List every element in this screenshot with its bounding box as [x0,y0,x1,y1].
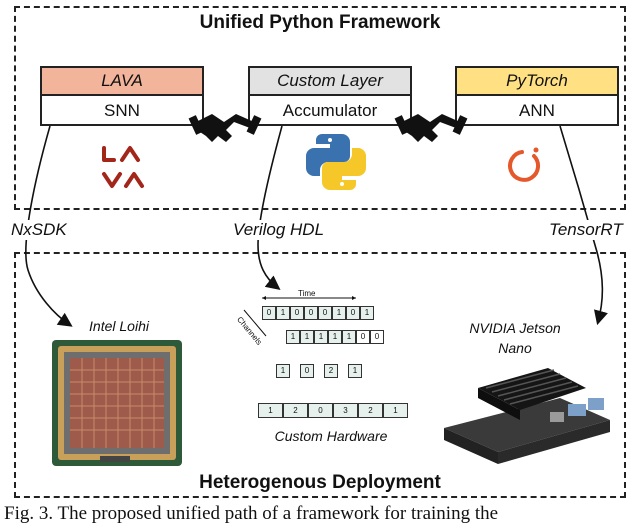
hw-cell: 0 [262,306,276,320]
hw-row-2: 1 1 1 1 1 0 0 [286,330,384,344]
handshake-icon-left [188,114,262,142]
target-intel-loihi-label: Intel Loihi [89,318,149,334]
target-jetson-nano-label: NVIDIA Jetson Nano [460,318,570,358]
module-custom-layer-role: Accumulator [282,101,378,120]
arrow-nxsdk [25,125,73,327]
hw-cell: 1 [314,330,328,344]
target-jetson-nano-text: NVIDIA Jetson Nano [469,320,561,356]
module-lava-name: LAVA [42,68,202,96]
hw-output-cell: 2 [358,403,383,418]
hw-cell: 0 [370,330,384,344]
target-custom-hardware-label: Custom Hardware [274,428,388,444]
hw-cell: 0 [346,306,360,320]
module-lava: LAVA SNN [40,66,204,126]
jetson-nano-board-image [444,368,610,464]
hw-cell: 0 [356,330,370,344]
hw-cell: 0 [318,306,332,320]
hw-axis-time-label: Time [298,289,316,298]
intel-loihi-chip-image [52,340,182,466]
module-custom-layer: Custom Layer Accumulator [248,66,412,126]
deployment-container [14,252,626,498]
figure-caption: Fig. 3. The proposed unified path of a f… [4,503,499,524]
hw-cell: 1 [348,364,362,378]
arrow-verilog [257,125,283,290]
hw-cell: 1 [360,306,374,320]
hw-cell: 0 [304,306,318,320]
deployment-title: Heterogenous Deployment [199,472,441,493]
lava-logo-icon [102,146,144,188]
module-pytorch: PyTorch ANN [455,66,619,126]
module-pytorch-name: PyTorch [457,68,617,96]
hw-row-3: 1 0 2 1 [276,364,362,378]
toolchain-tensorrt-label: TensorRT [546,220,626,240]
hw-cell: 1 [286,330,300,344]
hw-cell: 0 [300,364,314,378]
hw-row-1: 0 1 0 0 0 1 0 1 [262,306,374,320]
hw-output-cell: 1 [383,403,408,418]
module-lava-role: SNN [104,101,140,120]
framework-container [14,6,626,210]
framework-title: Unified Python Framework [199,12,441,33]
arrow-tensorrt [559,125,608,326]
custom-hardware-diagram [243,296,356,337]
hw-cell: 1 [328,330,342,344]
hw-cell: 1 [276,306,290,320]
handshake-icon-right [394,114,468,142]
hw-output-row: 1 2 0 3 2 1 [258,403,408,418]
hw-cell: 1 [276,364,290,378]
hw-output-cell: 3 [333,403,358,418]
hw-output-cell: 1 [258,403,283,418]
hw-cell: 1 [332,306,346,320]
hw-cell: 0 [290,306,304,320]
module-custom-layer-name: Custom Layer [250,68,410,96]
hw-output-cell: 2 [283,403,308,418]
hw-cell: 1 [300,330,314,344]
hw-cell: 1 [342,330,356,344]
pytorch-logo-icon [508,147,541,182]
hw-cell: 2 [324,364,338,378]
toolchain-nxsdk-label: NxSDK [8,220,70,240]
python-logo-icon [306,134,366,190]
module-pytorch-role: ANN [519,101,555,120]
toolchain-verilog-label: Verilog HDL [230,220,328,240]
hw-output-cell: 0 [308,403,333,418]
